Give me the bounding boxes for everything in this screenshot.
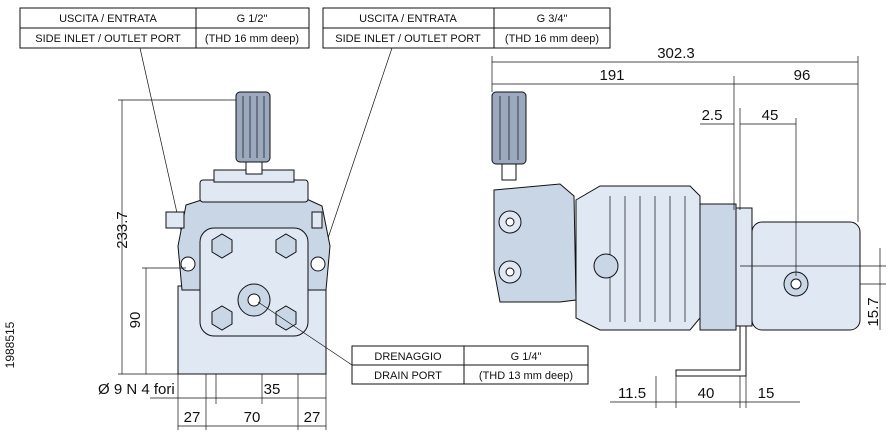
front-view-dimensions: 233.7 90 Ø 9 N 4 fori 35 27 70 27 [98, 99, 327, 430]
flange [699, 203, 737, 331]
dim-gap: 2.5 [702, 107, 723, 124]
side-port-lower-hole [505, 267, 515, 277]
drawing-number: 1988515 [3, 321, 17, 368]
bolt-bottom-left [211, 305, 233, 331]
drain-depth: (THD 13 mm deep) [479, 370, 573, 382]
bolt-top-left [211, 233, 233, 259]
dim-flange: 45 [762, 107, 779, 124]
right-port-circle [310, 256, 326, 272]
dim-length-b: 96 [794, 67, 811, 84]
label-box-drain: DRENAGGIO DRAIN PORT G 1/4" (THD 13 mm d… [351, 345, 589, 385]
dim-height: 233.7 [114, 211, 131, 249]
label-box-left-port: USCITA / ENTRATA SIDE INLET / OUTLET POR… [19, 7, 310, 49]
right-fitting [311, 211, 323, 229]
leader-drain [257, 301, 353, 366]
label-box-right-port: USCITA / ENTRATA SIDE INLET / OUTLET POR… [322, 7, 611, 49]
drain-title-en: DRAIN PORT [374, 370, 442, 382]
dim-base-a: 27 [184, 409, 201, 426]
drain-size: G 1/4" [511, 351, 542, 363]
right-port-title-it: USCITA / ENTRATA [359, 13, 457, 25]
regulator-knob [235, 91, 271, 163]
dim-axis-height: 90 [127, 312, 144, 329]
left-port-size: G 1/2" [237, 13, 268, 25]
manifold-top [199, 179, 309, 203]
right-port-title-en: SIDE INLET / OUTLET PORT [335, 33, 481, 45]
dim-offset: 15.7 [865, 297, 882, 326]
left-port-title-it: USCITA / ENTRATA [59, 13, 157, 25]
front-view [165, 91, 331, 375]
oil-sight [593, 253, 619, 279]
side-view [491, 91, 861, 377]
gearbox [751, 221, 861, 331]
left-port-circle [180, 256, 196, 272]
side-port-upper-hole [505, 217, 515, 227]
dim-foot-a: 11.5 [618, 385, 646, 402]
foot-bracket [675, 326, 747, 377]
right-port-size: G 3/4" [537, 13, 568, 25]
left-fitting [165, 211, 185, 229]
dim-hole-spacing: 35 [264, 381, 281, 398]
left-port-title-en: SIDE INLET / OUTLET PORT [35, 33, 181, 45]
gearbox-hole [790, 278, 802, 290]
left-port-depth: (THD 16 mm deep) [205, 33, 299, 45]
bolt-top-right [275, 233, 297, 259]
leader-right-port [319, 47, 393, 263]
holes-label: Ø 9 N 4 fori [98, 381, 175, 398]
flange-plate [735, 207, 753, 327]
side-valve-stem [501, 163, 517, 181]
dim-foot-c: 15 [758, 385, 775, 402]
dim-foot-b: 40 [698, 385, 715, 402]
dim-base-c: 27 [304, 409, 321, 426]
dim-length-a: 191 [599, 67, 624, 84]
side-view-dimensions: 302.3 191 96 2.5 45 15.7 11.5 40 15 [491, 45, 886, 408]
dim-base-b: 70 [244, 409, 261, 426]
dim-overall-length: 302.3 [657, 45, 695, 62]
drain-title-it: DRENAGGIO [374, 351, 442, 363]
side-pump-head [493, 183, 577, 303]
right-port-depth: (THD 16 mm deep) [505, 33, 599, 45]
crankcase [575, 185, 701, 331]
drain-hole [247, 293, 261, 307]
